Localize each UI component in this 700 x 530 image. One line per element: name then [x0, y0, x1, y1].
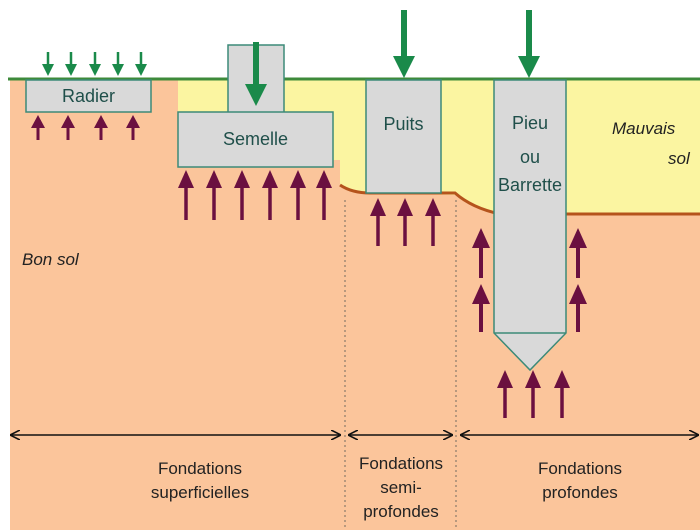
category-profondes-line2: profondes: [542, 483, 618, 502]
label-radier: Radier: [61, 86, 116, 106]
puits-shaft: [365, 79, 442, 194]
category-semi-line2: semi-: [380, 478, 422, 497]
pieu-shaft: [493, 79, 567, 372]
semelle-reaction-arrows: [178, 170, 332, 220]
label-pieu-line3: Barrette: [497, 175, 563, 195]
label-pieu-line2: ou: [519, 147, 541, 167]
label-semelle: Semelle: [222, 129, 289, 149]
semelle-footing: [177, 111, 334, 168]
soil-interface-line: [339, 183, 700, 216]
puits-load-arrow: [393, 10, 415, 78]
pieu-load-arrow: [518, 10, 540, 78]
pieu-friction-arrows: [472, 228, 587, 332]
puits-reaction-arrows: [370, 198, 441, 246]
category-profondes-line1: Fondations: [537, 459, 623, 478]
category-superficielles-line2: superficielles: [150, 483, 250, 502]
radier-block: [25, 79, 152, 113]
semelle-load-arrow: [245, 42, 267, 106]
category-semi-line3: profondes: [363, 502, 439, 521]
label-pieu-line1: Pieu: [511, 113, 549, 133]
category-profondes: Fondations profondes: [500, 457, 660, 505]
radier-load-arrows: [42, 52, 147, 76]
category-semi-line1: Fondations: [358, 454, 444, 473]
label-puits: Puits: [383, 114, 424, 134]
label-bon-sol: Bon sol: [22, 250, 79, 269]
category-superficielles-line1: Fondations: [157, 459, 243, 478]
radier-reaction-arrows: [31, 115, 140, 140]
category-superficielles: Fondations superficielles: [120, 457, 280, 505]
label-mauvais-line2: sol: [668, 149, 690, 168]
label-mauvais-line1: Mauvais: [612, 119, 676, 138]
pieu-tip-reaction-arrows: [497, 370, 570, 418]
category-semi-profondes: Fondations semi- profondes: [340, 452, 462, 524]
